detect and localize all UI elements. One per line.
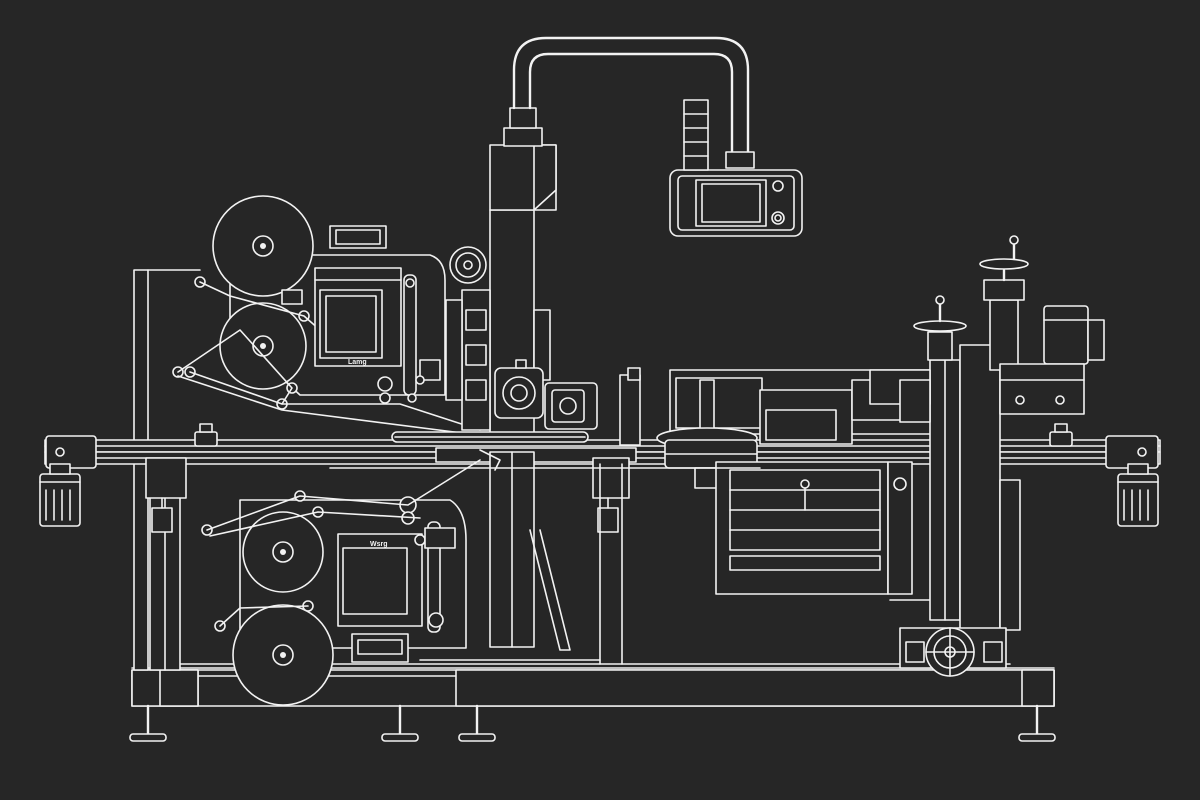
guide-rail-clamps — [195, 424, 1072, 446]
timing-belt-plate — [392, 432, 588, 442]
drive-gearbox — [495, 360, 597, 429]
lower-print-head-label: Wsrg — [370, 541, 388, 548]
upper-label-head: Lamg — [173, 196, 480, 434]
right-column — [870, 236, 1104, 630]
hmi-touch-screen — [670, 170, 802, 236]
signal-tower — [684, 100, 708, 170]
upper-print-head-label: Lamg — [348, 359, 367, 366]
bottom-handwheel — [900, 628, 1006, 676]
cable-arch — [514, 38, 754, 168]
conveyor-motor-left — [40, 464, 80, 526]
leveling-feet — [130, 706, 1055, 741]
diagonal-struts — [330, 450, 760, 650]
conveyor-supports — [146, 458, 629, 664]
press-unit — [716, 462, 930, 600]
lower-label-head: Wsrg — [202, 460, 480, 705]
conveyor-motor-right — [1118, 464, 1158, 526]
